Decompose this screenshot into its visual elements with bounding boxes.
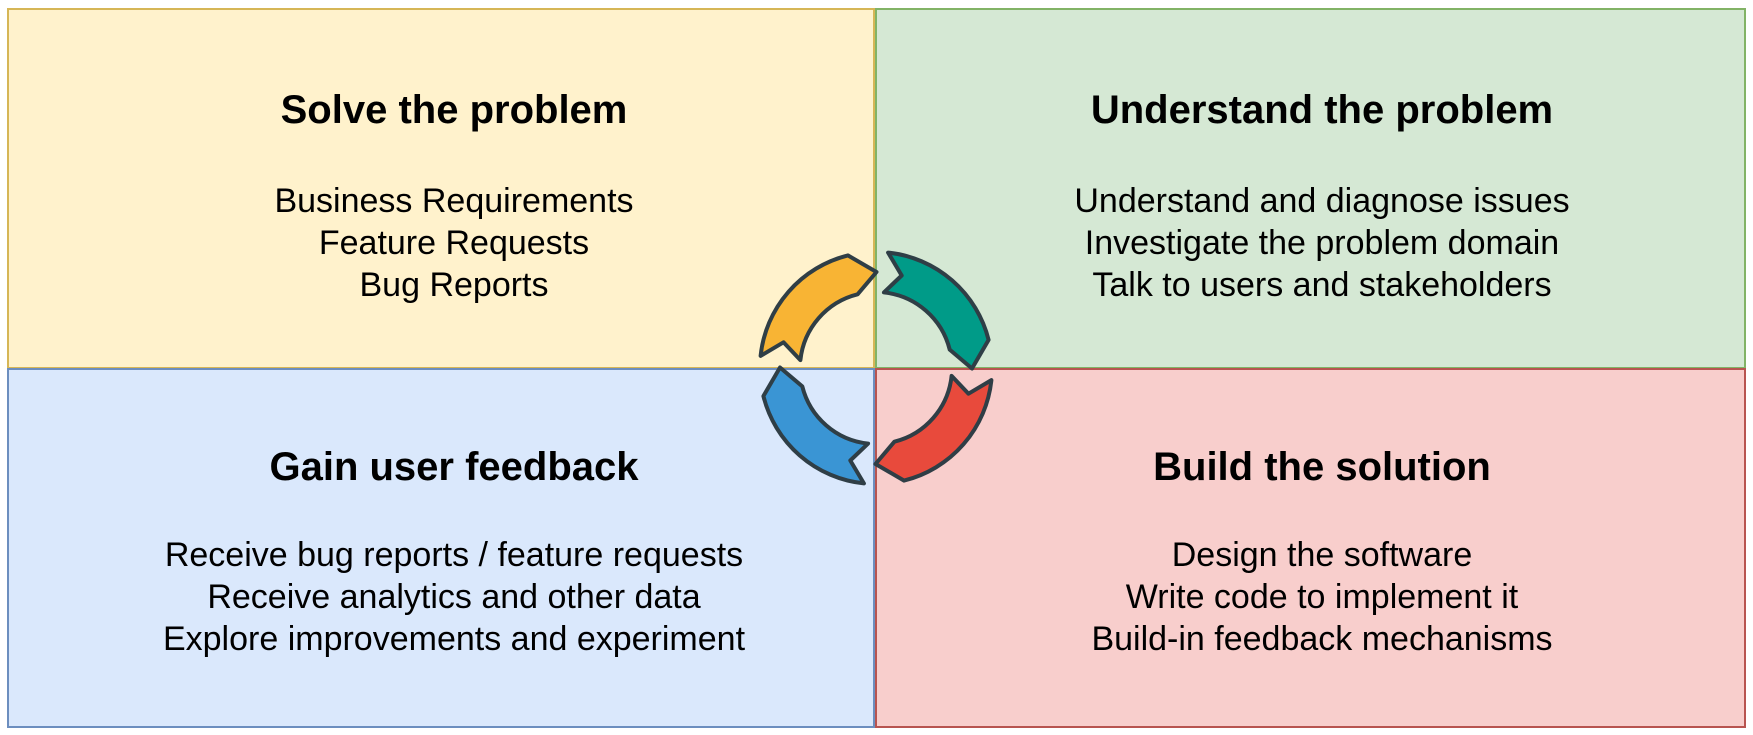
list-item: Build-in feedback mechanisms bbox=[1091, 620, 1553, 658]
list-item: Bug Reports bbox=[359, 266, 549, 304]
list-item: Talk to users and stakeholders bbox=[1092, 266, 1552, 304]
list-item: Write code to implement it bbox=[1125, 578, 1519, 616]
quadrant-items: Business Requirements Feature Requests B… bbox=[0, 180, 1339, 306]
quadrant-gain-user-feedback: Gain user feedback Receive bug reports /… bbox=[7, 368, 875, 728]
cycle-arrow-teal-icon bbox=[881, 250, 991, 371]
quadrant-items: Design the software Write code to implem… bbox=[437, 534, 1753, 660]
quadrant-title: Solve the problem bbox=[280, 88, 628, 132]
list-item: Feature Requests bbox=[318, 224, 590, 262]
list-item: Design the software bbox=[1171, 536, 1473, 574]
quadrant-build-the-solution: Build the solution Design the software W… bbox=[875, 368, 1746, 728]
list-item: Explore improvements and experiment bbox=[162, 620, 746, 658]
quadrant-understand-the-problem: Understand the problem Understand and di… bbox=[875, 8, 1746, 369]
quadrant-solve-the-problem: Solve the problem Business Requirements … bbox=[7, 8, 875, 369]
quadrant-items: Receive bug reports / feature requests R… bbox=[0, 534, 1339, 660]
quadrant-title: Understand the problem bbox=[1090, 88, 1554, 132]
quadrant-title: Gain user feedback bbox=[269, 445, 639, 489]
list-item: Understand and diagnose issues bbox=[1074, 182, 1570, 220]
quadrant-items: Understand and diagnose issues Investiga… bbox=[437, 180, 1753, 306]
quadrant-title: Build the solution bbox=[1153, 445, 1491, 489]
list-item: Business Requirements bbox=[274, 182, 634, 220]
cycle-arrow-orange-icon bbox=[758, 253, 879, 363]
cycle-arrow-red-icon bbox=[873, 373, 994, 483]
list-item: Receive analytics and other data bbox=[207, 578, 701, 616]
list-item: Investigate the problem domain bbox=[1084, 224, 1560, 262]
cycle-arrow-blue-icon bbox=[761, 365, 871, 486]
list-item: Receive bug reports / feature requests bbox=[164, 536, 744, 574]
